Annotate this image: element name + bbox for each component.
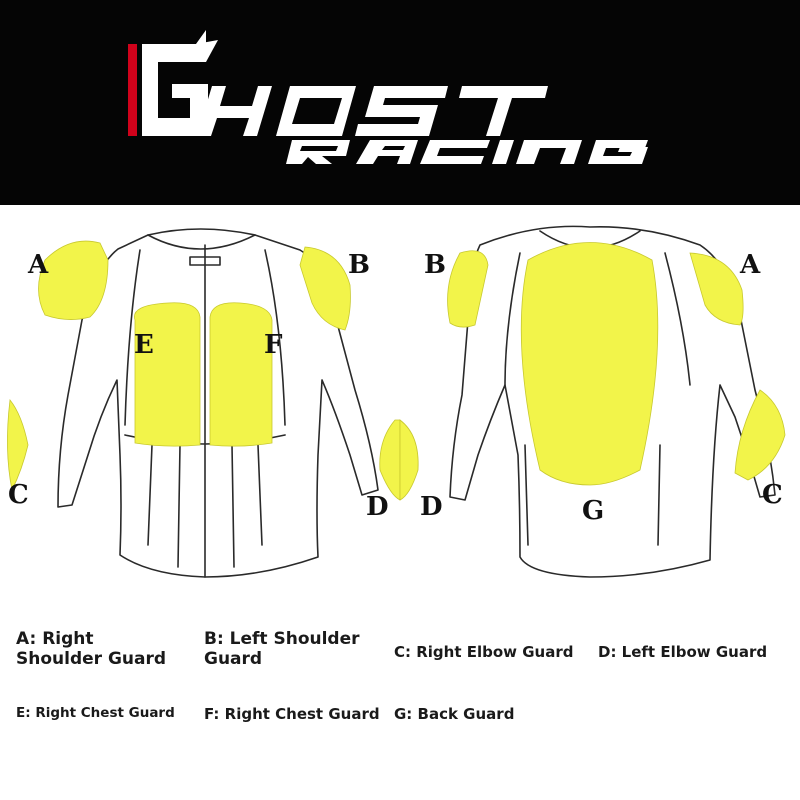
pad-f [209, 302, 273, 447]
legend-b-line1: B: Left Shoulder [204, 629, 360, 649]
ghost-racing-logo [128, 30, 648, 164]
label-back-g: G [582, 496, 604, 526]
legend-d: D: Left Elbow Guard [598, 643, 768, 661]
label-back-d: D [420, 492, 443, 522]
legend-g: G: Back Guard [394, 705, 515, 723]
back-pads [399, 242, 786, 501]
label-front-f: F [264, 330, 283, 360]
pad-b-front [299, 246, 351, 331]
pad-c-front [7, 399, 29, 492]
pad-g [520, 242, 659, 486]
pad-c-back [734, 389, 786, 481]
front-pads [7, 240, 401, 501]
g-mark-icon [128, 30, 218, 136]
label-front-d: D [366, 492, 389, 522]
legend-c: C: Right Elbow Guard [394, 643, 574, 661]
armor-legend: A: Right Shoulder Guard B: Left Shoulder… [0, 595, 800, 800]
label-back-a: A [739, 250, 761, 280]
legend-a: A: Right Shoulder Guard [16, 629, 166, 670]
legend-f: F: Right Chest Guard [204, 705, 380, 723]
legend-a-line1: A: Right [16, 629, 94, 649]
racing-wordmark [286, 140, 648, 164]
legend-b-line2: Guard [204, 649, 263, 670]
pad-b-back [447, 250, 489, 328]
logo-accent-bar [128, 44, 137, 136]
label-front-a: A [27, 250, 49, 280]
legend-b: B: Left Shoulder Guard [204, 629, 360, 670]
g-horn-shape [196, 40, 218, 62]
legend-e: E: Right Chest Guard [16, 705, 175, 721]
pad-d-front [379, 419, 401, 501]
front-labels: A B C D E F [8, 250, 389, 522]
pad-a-front [38, 240, 109, 320]
label-front-e: E [134, 330, 154, 360]
pad-a-back [689, 252, 744, 326]
label-back-c: C [762, 480, 783, 510]
brand-banner [0, 0, 800, 205]
legend-a-line2: Shoulder Guard [16, 649, 167, 670]
pad-e [134, 302, 201, 447]
pad-d-back [399, 419, 419, 501]
host-wordmark [197, 86, 548, 136]
armor-diagram: A B C D E F B A D C G [0, 205, 800, 595]
label-front-c: C [8, 480, 29, 510]
label-front-b: B [348, 250, 370, 280]
jacket-illustration: A B C D E F B A D C G [7, 225, 786, 578]
g-letter-shape [142, 30, 208, 136]
back-labels: B A D C G [420, 250, 783, 526]
label-back-b: B [424, 250, 446, 280]
